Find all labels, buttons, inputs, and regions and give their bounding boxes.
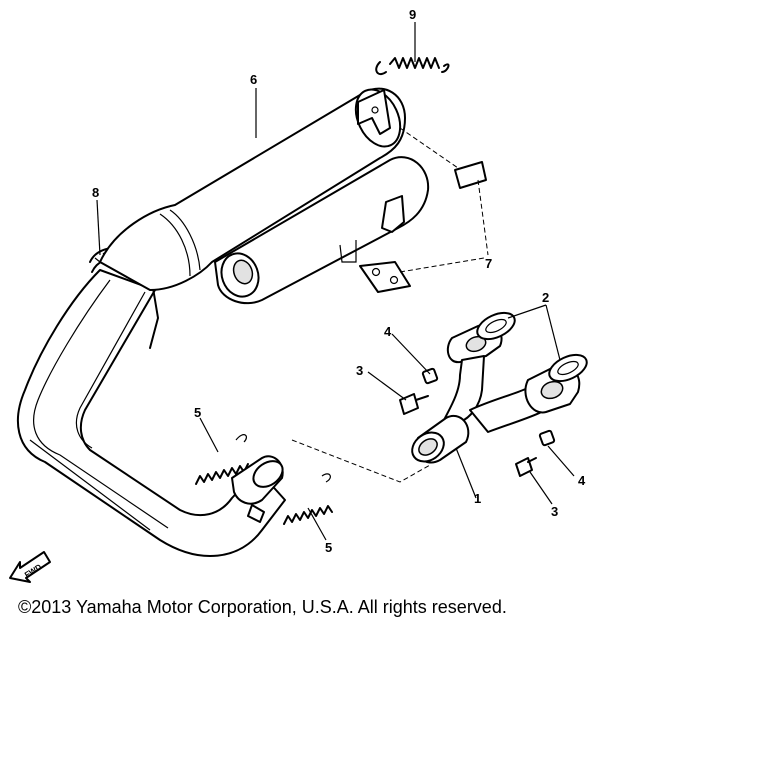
callout-5-lower: 5 — [325, 540, 332, 555]
gasket-left — [476, 311, 516, 341]
joint-sleeve — [231, 455, 284, 523]
mounting-plate — [359, 261, 411, 293]
callout-3-right: 3 — [551, 504, 558, 519]
muffler-bracket — [357, 89, 405, 233]
y-pipe — [411, 323, 581, 464]
bolt-3-left — [399, 393, 429, 415]
assembly-line — [291, 439, 431, 483]
exhaust-parts-diagram: 9 6 8 7 2 4 3 5 1 4 3 5 FWD — [9, 7, 588, 583]
exhaust-pipe — [17, 269, 286, 557]
spring-9 — [375, 57, 450, 76]
damper-rubber — [454, 161, 487, 189]
callout-7: 7 — [485, 256, 492, 271]
spring-5-lower — [283, 473, 333, 525]
bolt-3-right — [515, 457, 537, 477]
callout-2: 2 — [542, 290, 549, 305]
spring-5-upper — [195, 434, 249, 485]
assembly-line — [399, 127, 459, 169]
fwd-arrow-icon: FWD — [9, 551, 51, 583]
nut-4-right — [538, 429, 556, 447]
callout-3-left: 3 — [356, 363, 363, 378]
copyright-text: ©2013 Yamaha Motor Corporation, U.S.A. A… — [18, 597, 507, 617]
callout-4-right: 4 — [578, 473, 586, 488]
callout-6: 6 — [250, 72, 257, 87]
callout-5-upper: 5 — [194, 405, 201, 420]
leader-lines — [96, 22, 575, 541]
assembly-line — [399, 257, 485, 273]
nut-4-left — [421, 367, 439, 385]
callout-8: 8 — [92, 185, 99, 200]
assembly-line — [477, 179, 489, 256]
callout-1: 1 — [474, 491, 481, 506]
gasket-right — [548, 353, 588, 383]
muffler — [99, 87, 430, 305]
callout-9: 9 — [409, 7, 416, 22]
callout-4-left: 4 — [384, 324, 392, 339]
